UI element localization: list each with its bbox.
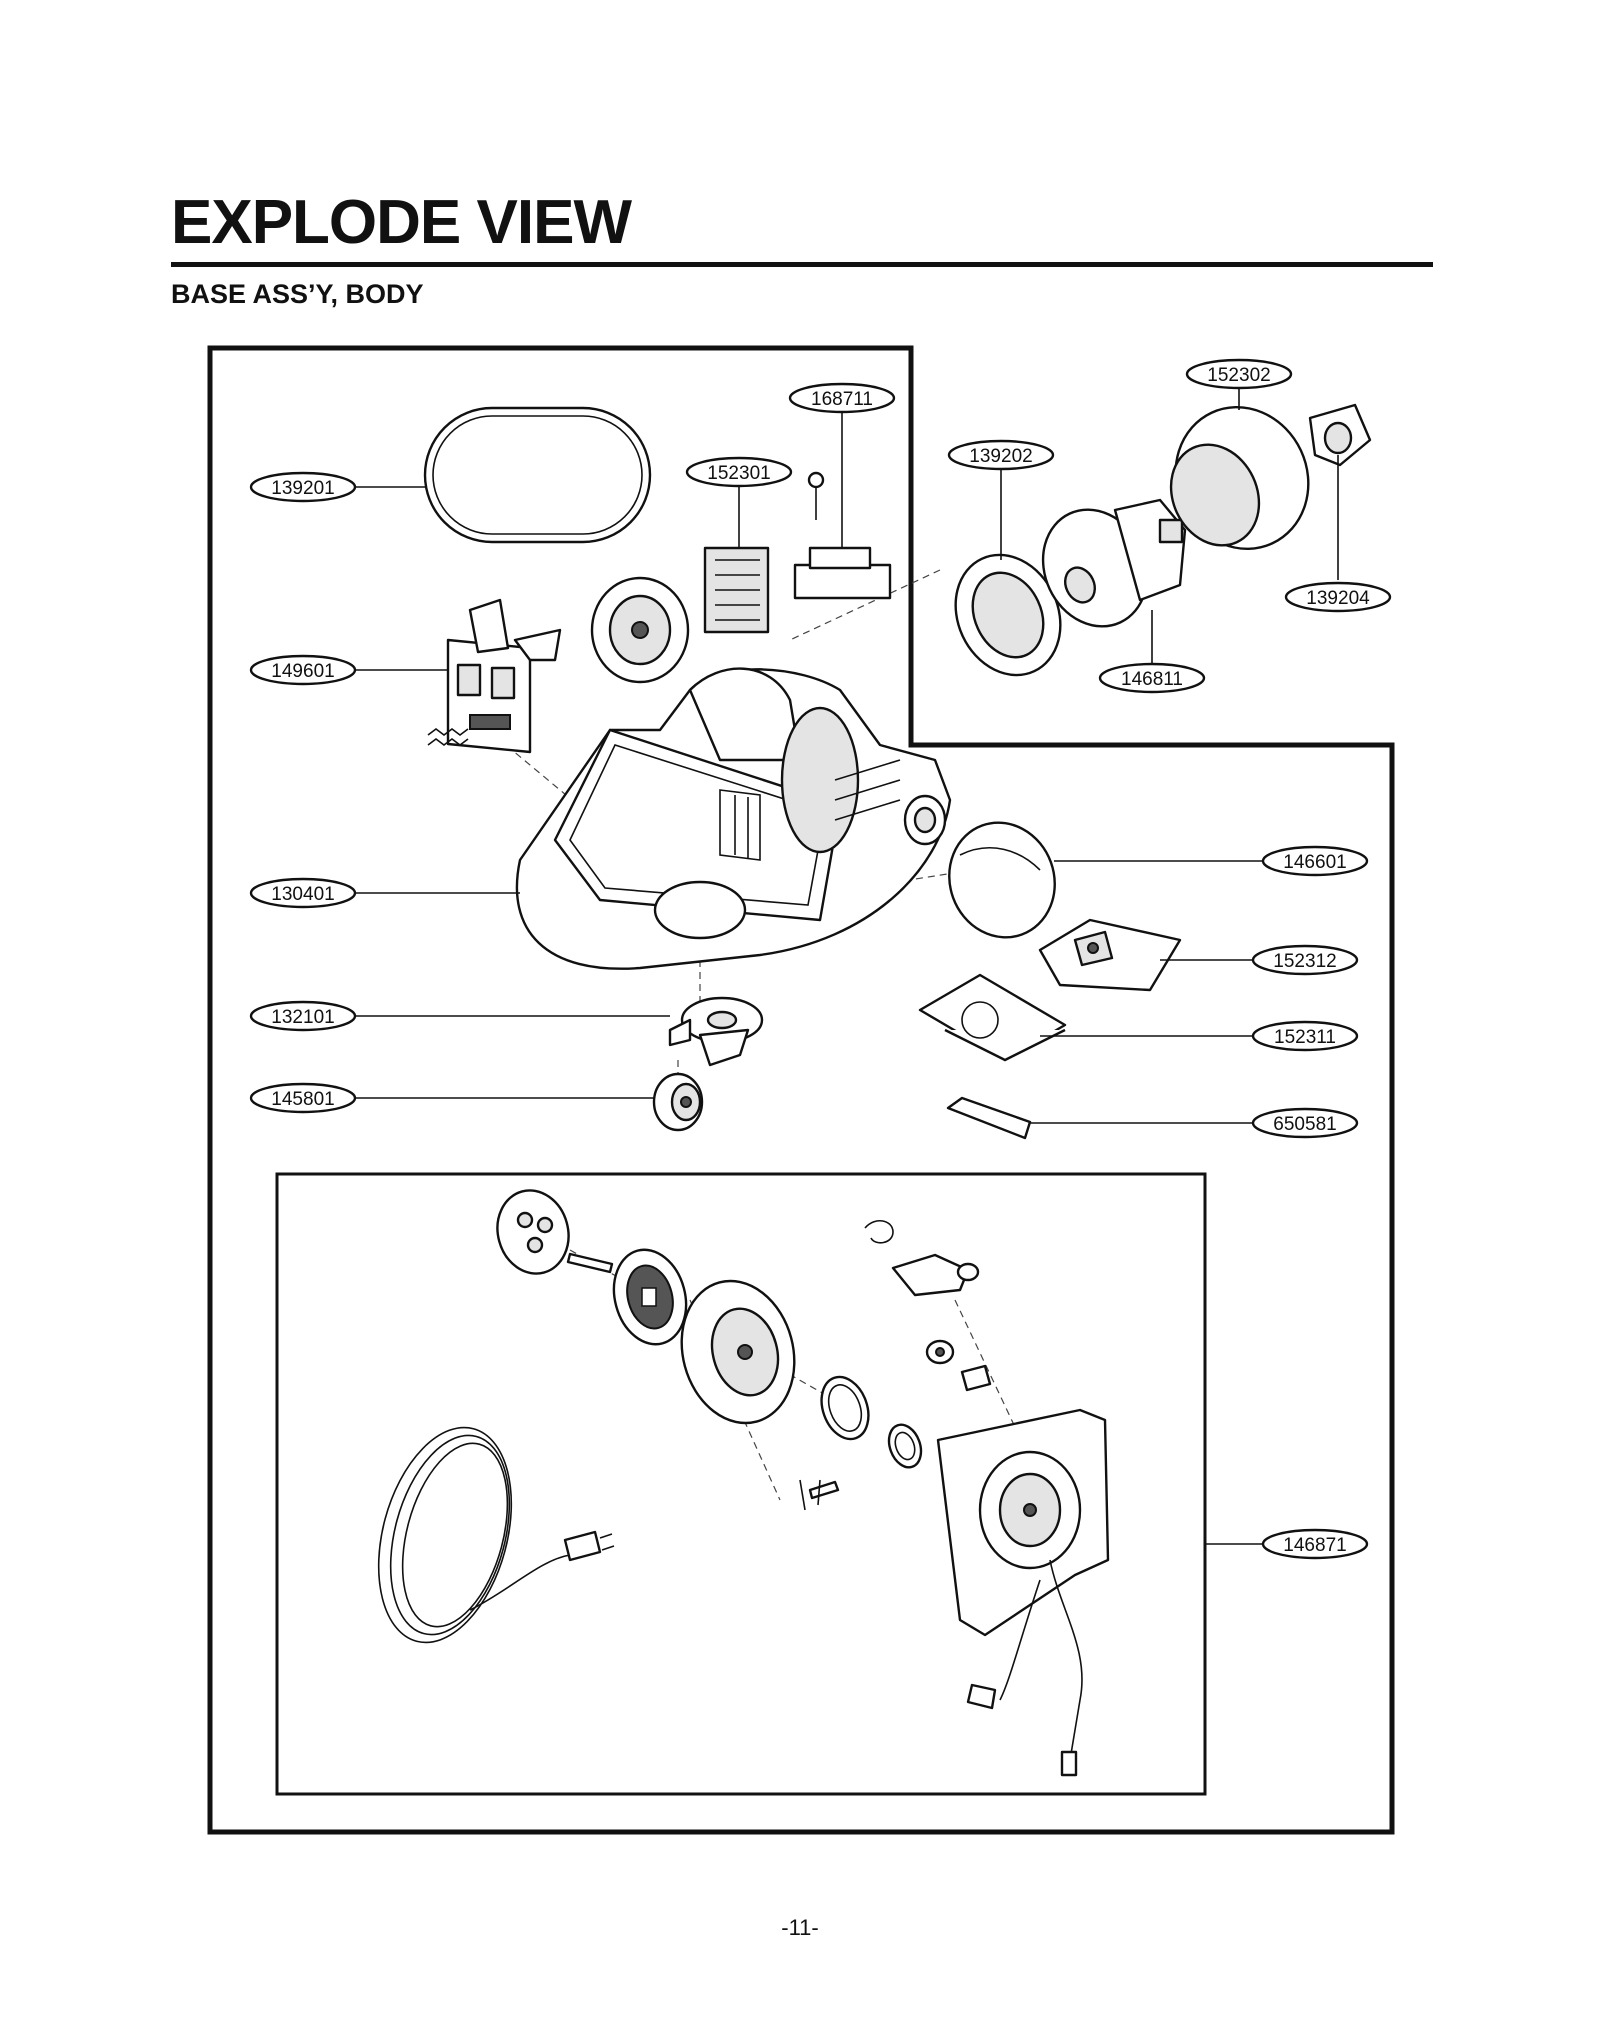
part-label-text: 152301 xyxy=(707,463,770,484)
part-label-139201: 139201 xyxy=(249,471,357,503)
motor-146811 xyxy=(1041,498,1187,628)
dust-bag-152311 xyxy=(918,973,1067,1062)
reel-cover-disc xyxy=(496,1189,570,1275)
brake-lever xyxy=(891,1253,980,1297)
caster-132101 xyxy=(668,996,764,1067)
part-label-149601: 149601 xyxy=(249,654,357,686)
part-label-139204: 139204 xyxy=(1284,581,1392,613)
part-label-text: 149601 xyxy=(271,661,334,682)
part-label-text: 146601 xyxy=(1283,852,1346,873)
part-label-145801: 145801 xyxy=(249,1082,357,1114)
cord-reel-drum xyxy=(680,1279,796,1425)
cord-reel-wheel-upper xyxy=(590,576,690,684)
plate-149601 xyxy=(446,598,562,754)
cord-reel-subassembly-frame xyxy=(275,1172,1207,1796)
part-label-152312: 152312 xyxy=(1251,944,1359,976)
part-label-146601: 146601 xyxy=(1261,845,1369,877)
part-label-text: 139202 xyxy=(969,446,1032,467)
cord-reel-base-plate xyxy=(936,1408,1110,1777)
part-label-132101: 132101 xyxy=(249,1000,357,1032)
title-rule xyxy=(171,262,1433,267)
part-label-146871: 146871 xyxy=(1261,1528,1369,1560)
part-label-text: 152302 xyxy=(1207,365,1270,386)
assembly-outer-frame xyxy=(207,345,1395,1835)
part-label-text: 152312 xyxy=(1273,951,1336,972)
part-label-text: 146811 xyxy=(1121,669,1183,690)
power-cord xyxy=(377,1426,615,1644)
clip-spring xyxy=(864,1220,894,1244)
reel-bushing xyxy=(925,1339,992,1392)
part-label-650581: 650581 xyxy=(1251,1107,1359,1139)
part-label-text: 139201 xyxy=(271,478,334,499)
reel-shaft xyxy=(566,1252,614,1274)
crevice-tool-650581 xyxy=(946,1096,1032,1140)
part-label-152302: 152302 xyxy=(1185,358,1293,390)
part-label-152311: 152311 xyxy=(1251,1020,1359,1052)
part-label-text: 145801 xyxy=(271,1089,334,1110)
part-label-139202: 139202 xyxy=(947,439,1055,471)
cover-152302 xyxy=(1169,405,1310,551)
spring-part xyxy=(427,728,469,746)
cap-139204 xyxy=(1308,403,1372,467)
part-label-text: 132101 xyxy=(271,1007,334,1028)
body-130401 xyxy=(515,667,952,970)
gasket-139201 xyxy=(423,406,652,544)
page-number: -11- xyxy=(781,1915,819,1940)
wheel-145801 xyxy=(652,1072,704,1132)
callout-leaders xyxy=(355,388,1339,1545)
bracket-168711 xyxy=(793,471,892,600)
brake-disc xyxy=(612,1248,688,1346)
part-label-text: 168711 xyxy=(811,389,873,410)
part-label-text: 130401 xyxy=(271,884,334,905)
filter-152301 xyxy=(703,546,770,634)
part-label-text: 146871 xyxy=(1283,1535,1346,1556)
reel-ring-small xyxy=(887,1423,923,1469)
contact-pins xyxy=(799,1479,840,1511)
part-label-152301: 152301 xyxy=(685,456,793,488)
part-label-168711: 168711 xyxy=(788,382,896,414)
part-label-text: 139204 xyxy=(1306,588,1370,609)
part-label-text: 650581 xyxy=(1273,1114,1336,1135)
ring-139202 xyxy=(954,553,1062,677)
part-label-130401: 130401 xyxy=(249,877,357,909)
part-label-text: 152311 xyxy=(1274,1027,1336,1048)
reel-ring-large xyxy=(820,1375,870,1441)
dust-bag-152312 xyxy=(1038,918,1182,992)
hepa-cover-146601 xyxy=(948,821,1056,939)
page-title: EXPLODE VIEW xyxy=(171,188,632,257)
part-label-146811: 146811 xyxy=(1098,662,1206,694)
section-subtitle: BASE ASS’Y, BODY xyxy=(171,279,424,309)
